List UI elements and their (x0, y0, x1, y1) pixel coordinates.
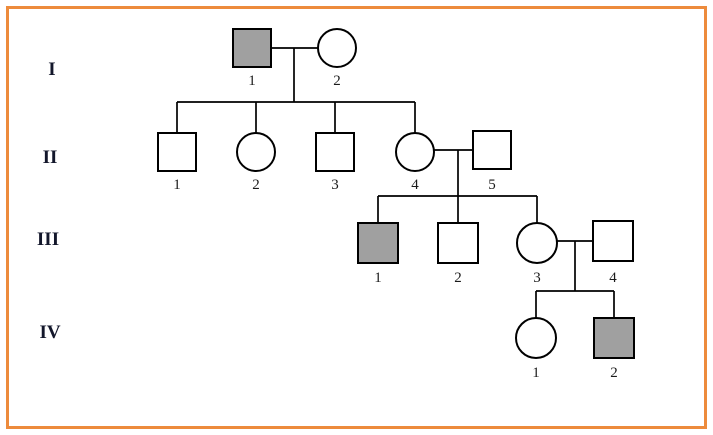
individual-number-III-3: 3 (533, 270, 541, 286)
individual-number-II-2: 2 (252, 177, 260, 193)
individual-I-1-affected (232, 28, 272, 68)
individual-number-IV-1: 1 (532, 365, 540, 381)
individual-number-II-4: 4 (411, 177, 419, 193)
individual-II-2-unaffected (236, 132, 276, 172)
individual-II-3-unaffected (315, 132, 355, 172)
individual-number-III-4: 4 (609, 270, 617, 286)
individual-numbers-layer: 1 2 1 2 3 4 5 1 2 3 4 1 2 (173, 73, 618, 381)
individual-number-I-1: 1 (248, 73, 256, 89)
generation-label-III: III (37, 229, 59, 250)
mating-lines-layer (271, 47, 593, 291)
generation-label-IV: IV (39, 322, 60, 343)
individual-number-III-1: 1 (374, 270, 382, 286)
individual-number-III-2: 2 (454, 270, 462, 286)
individual-IV-2-affected (593, 317, 635, 359)
individual-I-2-unaffected (317, 28, 357, 68)
individual-III-2-unaffected (437, 222, 479, 264)
individual-III-4-unaffected (592, 220, 634, 262)
individual-II-5-unaffected (472, 130, 512, 170)
individual-number-I-2: 2 (333, 73, 341, 89)
individual-IV-1-unaffected (515, 317, 557, 359)
individual-III-3-unaffected (516, 222, 558, 264)
individual-symbols-layer (157, 28, 635, 359)
individual-II-4-unaffected (395, 132, 435, 172)
individual-number-II-5: 5 (488, 177, 496, 193)
individual-II-1-unaffected (157, 132, 197, 172)
individual-number-II-3: 3 (331, 177, 339, 193)
individual-III-1-affected (357, 222, 399, 264)
generation-label-II: II (43, 147, 58, 168)
individual-number-II-1: 1 (173, 177, 181, 193)
sibship-lines-layer (176, 101, 615, 318)
generation-label-I: I (48, 59, 55, 80)
individual-number-IV-2: 2 (610, 365, 618, 381)
